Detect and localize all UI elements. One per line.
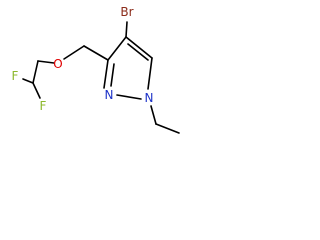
bond-n1-ethyl [150, 105, 157, 125]
bond-n1-n2 [116, 94, 142, 100]
bond-c5-n1 [147, 57, 153, 90]
atom-bromine: Br [120, 5, 133, 19]
bond-ethyl-ch3 [155, 123, 180, 134]
bond-n2-c3-double [110, 63, 115, 87]
molecule-diagram: Br O F F N N [0, 0, 191, 146]
bond-n2-c3 [103, 59, 109, 89]
bond-c4-c5-double [127, 43, 149, 61]
atom-labels: Br O F F N N [12, 5, 154, 113]
atom-nitrogen-ethyl: N [145, 91, 154, 105]
atom-fluorine-2: F [40, 99, 47, 113]
bonds [22, 21, 180, 134]
bond-c3-c4 [107, 36, 127, 61]
bond-chf2-f2 [32, 82, 41, 99]
atom-fluorine-1: F [12, 69, 19, 83]
bond-c4-br [125, 21, 128, 38]
bond-o-ch2 [37, 60, 55, 64]
bond-c4-c5 [125, 36, 153, 59]
bond-ch2-chf2 [32, 60, 39, 84]
bond-ch2-o [63, 45, 85, 60]
atom-oxygen: O [53, 57, 62, 71]
atom-nitrogen-ring: N [105, 88, 114, 102]
bond-c3-ch2 [83, 45, 109, 61]
bond-chf2-f1 [22, 78, 34, 84]
molecule-structure: Br O F F N N [12, 5, 180, 134]
